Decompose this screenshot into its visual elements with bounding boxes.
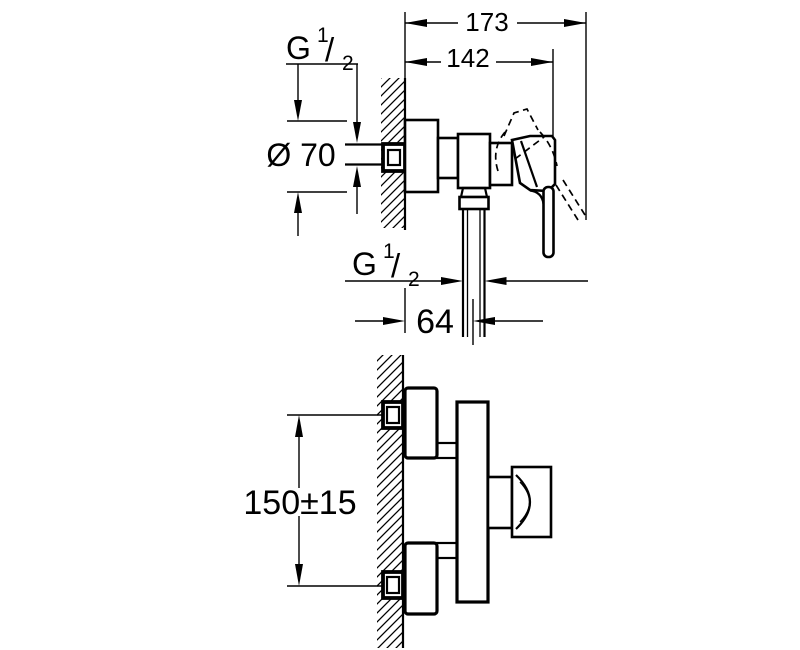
label-outlet-thread: G 1 / 2 — [345, 240, 588, 291]
plan-view: 150±15 — [243, 355, 553, 648]
dim-text-142: 142 — [446, 43, 489, 73]
neck — [436, 136, 460, 180]
valve-body — [456, 132, 492, 190]
label-inlet-thread: G 1 / 2 — [286, 24, 361, 214]
bottom-wall-union — [381, 570, 405, 600]
dim-escutcheon-diameter: Ø 70 — [266, 64, 347, 236]
inlet-pipe-stub — [345, 143, 384, 166]
dim-text-dia70: Ø 70 — [266, 137, 335, 173]
dim-depth-to-handle: 142 — [405, 43, 554, 136]
thread-label-text: G 1 / 2 — [286, 24, 354, 75]
handle-dome-arcs — [515, 474, 531, 530]
wall-union — [381, 142, 407, 173]
top-mounting-block — [403, 386, 439, 460]
outlet-nut — [458, 186, 490, 211]
lever-handle-open-position — [494, 107, 586, 221]
lever-fillet — [529, 189, 545, 205]
dim-text-150: 150±15 — [243, 484, 356, 522]
bottom-connector — [435, 541, 459, 560]
handle-neck — [486, 475, 514, 530]
top-connector — [435, 441, 459, 460]
dim-text-173: 173 — [465, 7, 508, 37]
dim-inlet-spacing: 150±15 — [243, 414, 383, 587]
dim-overall-depth: 173 — [405, 7, 587, 220]
lever-handle — [510, 134, 557, 259]
handle-cone-edge — [519, 140, 539, 188]
thread-label-text: G 1 / 2 — [352, 240, 420, 291]
side-view: 173 142 G 1 / 2 — [266, 7, 588, 345]
dim-outlet-offset: 64 — [355, 288, 543, 345]
bottom-mounting-block — [403, 541, 439, 616]
mixer-body — [455, 400, 490, 604]
cartridge-ring — [488, 141, 514, 187]
top-wall-union — [381, 400, 405, 430]
lever — [542, 185, 555, 259]
escutcheon — [403, 118, 440, 194]
dim-text-64: 64 — [416, 303, 454, 341]
wall-hatch — [377, 355, 403, 648]
shower-hose-pipe — [461, 209, 486, 337]
